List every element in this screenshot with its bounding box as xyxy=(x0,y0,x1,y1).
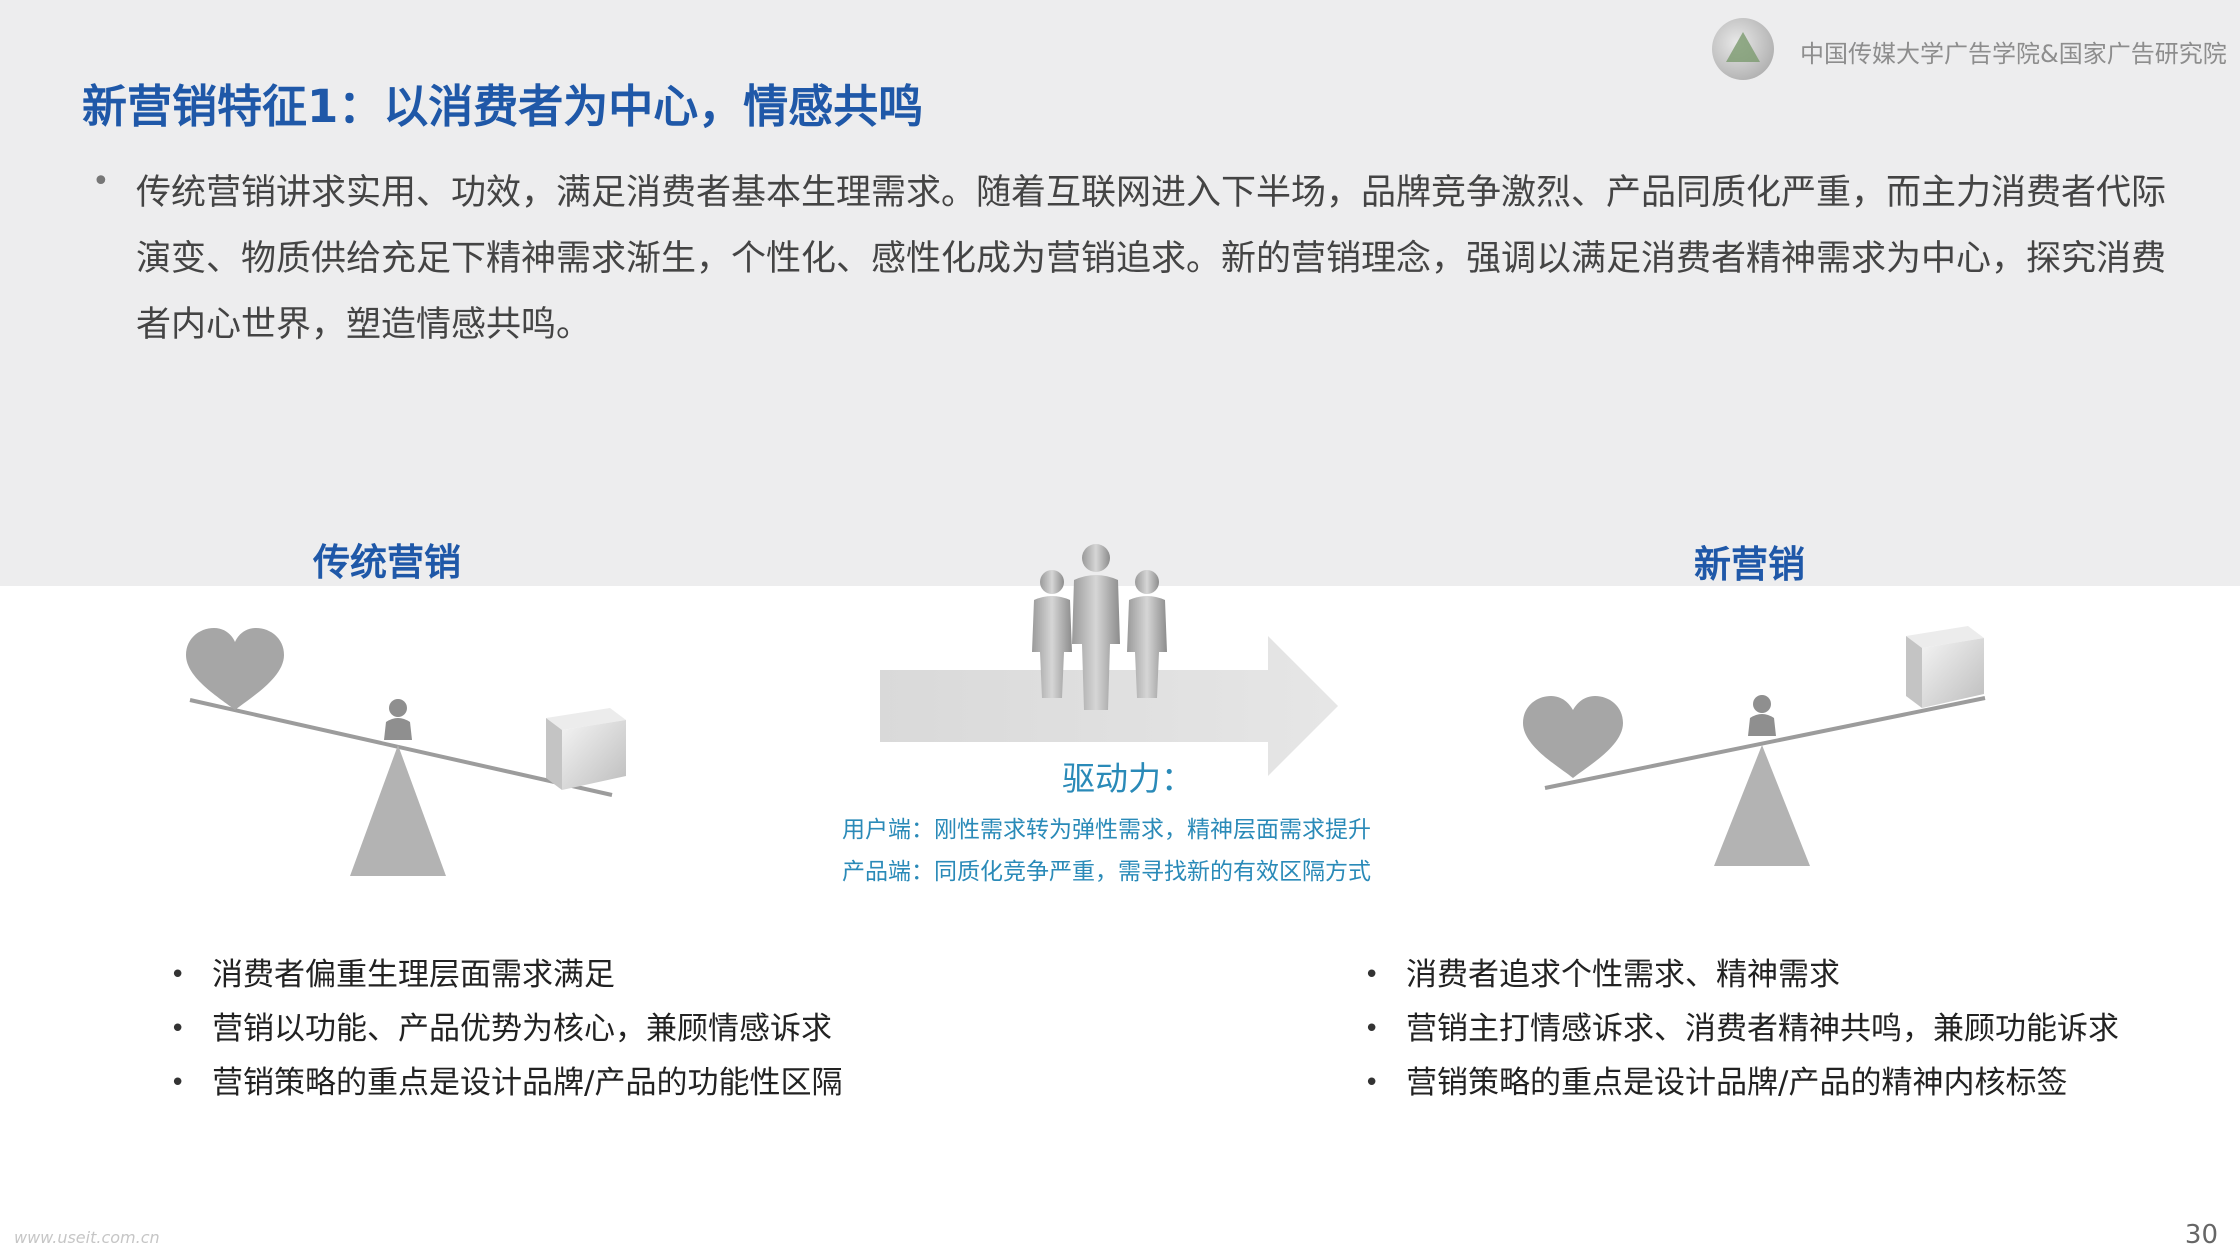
watermark: www.useit.com.cn xyxy=(14,1228,160,1247)
seal-logo-icon xyxy=(1712,18,1774,80)
page-number: 30 xyxy=(2184,1220,2218,1250)
heart-icon xyxy=(1523,696,1623,778)
top-band xyxy=(0,0,2240,586)
page-title: 新营销特征1：以消费者为中心，情感共鸣 xyxy=(82,80,924,133)
traditional-marketing-label: 传统营销 xyxy=(313,541,461,584)
fulcrum xyxy=(1714,745,1810,866)
new-points: 消费者追求个性需求、精神需求 营销主打情感诉求、消费者精神共鸣，兼顾功能诉求 营… xyxy=(1364,948,2119,1110)
intro-bullet: • xyxy=(92,164,110,199)
person-icon xyxy=(384,699,412,740)
seesaw-beam xyxy=(189,698,613,797)
org-name: 中国传媒大学广告学院&国家广告研究院 xyxy=(1800,40,2227,68)
driver-label: 驱动力： xyxy=(1062,759,1194,798)
list-item: 营销主打情感诉求、消费者精神共鸣，兼顾功能诉求 xyxy=(1364,1002,2119,1056)
traditional-points: 消费者偏重生理层面需求满足 营销以功能、产品优势为核心，兼顾情感诉求 营销策略的… xyxy=(170,948,842,1110)
list-item: 营销以功能、产品优势为核心，兼顾情感诉求 xyxy=(170,1002,842,1056)
list-item: 营销策略的重点是设计品牌/产品的精神内核标签 xyxy=(1364,1056,2119,1110)
heart-icon xyxy=(186,628,284,710)
new-seesaw xyxy=(1523,626,1986,866)
traditional-seesaw xyxy=(186,628,626,876)
person-icon xyxy=(1748,695,1776,736)
list-item: 消费者偏重生理层面需求满足 xyxy=(170,948,842,1002)
driver-user-side: 用户端：刚性需求转为弹性需求，精神层面需求提升 xyxy=(842,817,1371,843)
arrow-icon xyxy=(880,636,1338,776)
list-item: 消费者追求个性需求、精神需求 xyxy=(1364,948,2119,1002)
cube-icon xyxy=(546,708,626,790)
fulcrum xyxy=(350,745,446,876)
cube-icon xyxy=(1906,626,1984,708)
intro-text: 传统营销讲求实用、功效，满足消费者基本生理需求。随着互联网进入下半场，品牌竞争激… xyxy=(136,173,2167,345)
driver-product-side: 产品端：同质化竞争严重，需寻找新的有效区隔方式 xyxy=(842,859,1371,885)
people-group-icon xyxy=(1032,544,1167,710)
seesaw-beam xyxy=(1544,696,1986,790)
new-marketing-label: 新营销 xyxy=(1694,543,1805,586)
list-item: 营销策略的重点是设计品牌/产品的功能性区隔 xyxy=(170,1056,842,1110)
